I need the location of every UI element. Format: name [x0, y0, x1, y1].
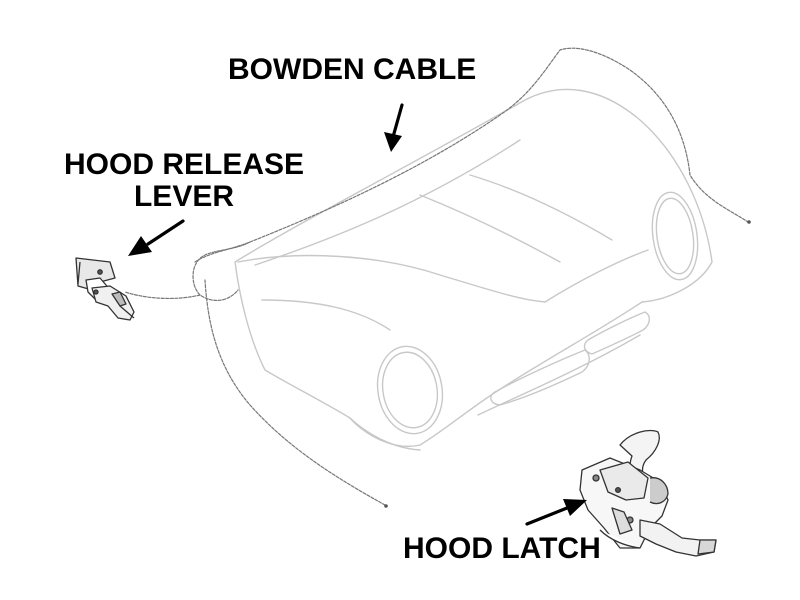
hood-release-lever-part [75, 257, 135, 321]
hood-release-arrowhead [128, 236, 152, 256]
bowden-cable-label: BOWDEN CABLE [228, 54, 476, 86]
bowden-cable [124, 47, 749, 506]
hood-latch-arrow [525, 506, 569, 526]
bowden-cable-arrow [391, 103, 404, 139]
cable-end-bottom [384, 504, 388, 508]
hood-latch-label: HOOD LATCH [403, 533, 601, 565]
hood-latch-part [579, 429, 717, 557]
hood-release-label-line2: LEVER [133, 180, 235, 213]
pointer-arrows [128, 103, 587, 526]
hood-release-arrow [146, 219, 185, 246]
hood-latch-arrowhead [563, 499, 587, 516]
cable-end-right [747, 220, 751, 224]
hood-release-lever-label: HOOD RELEASE LEVER [50, 149, 318, 213]
hood-latch-label-text: HOOD LATCH [403, 532, 601, 565]
bowden-cable-label-text: BOWDEN CABLE [228, 53, 477, 86]
car-hood-outline [234, 88, 713, 451]
hood-release-label-line1: HOOD RELEASE [63, 148, 305, 181]
bowden-cable-arrowhead [384, 132, 402, 152]
